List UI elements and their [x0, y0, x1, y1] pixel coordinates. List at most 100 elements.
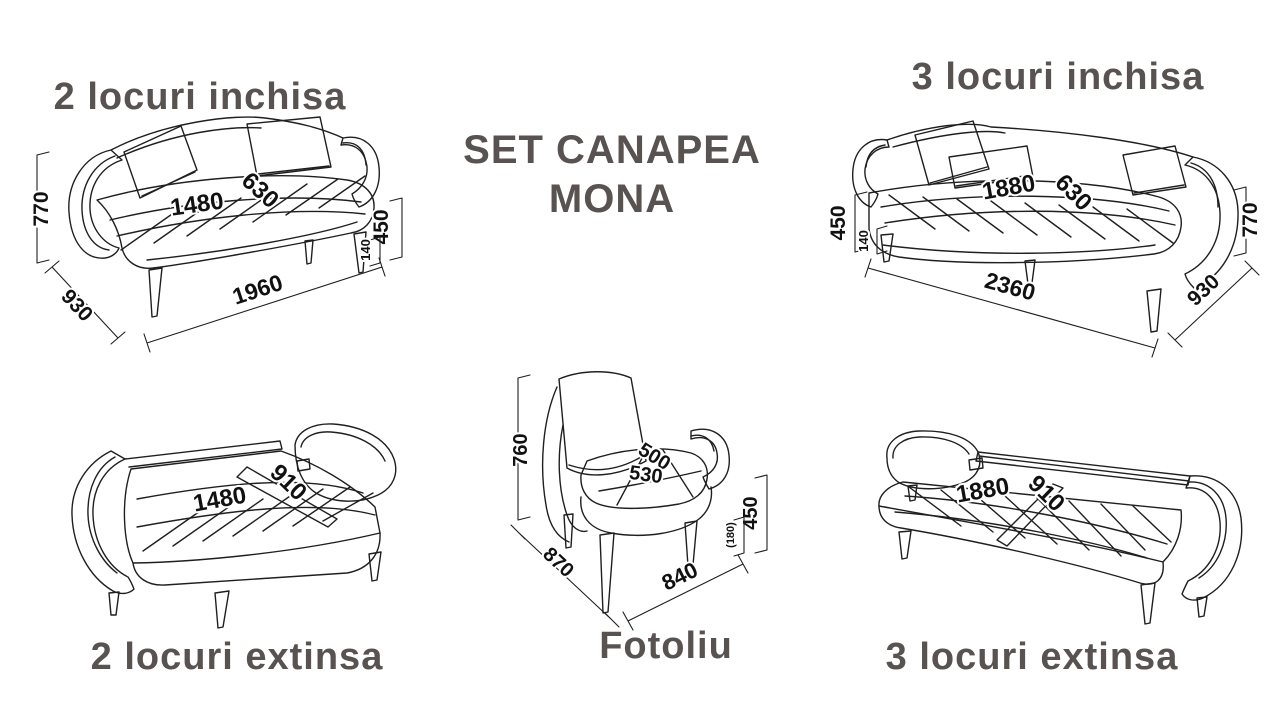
back-rail-stripe [978, 455, 1190, 482]
front-left-leg [599, 532, 615, 614]
left-frame-edge [541, 386, 570, 543]
width-dim-line [864, 258, 1159, 358]
seat-seam-line [662, 449, 694, 498]
left-arm [852, 138, 890, 208]
height-dim: 760 [510, 433, 532, 466]
bed-seam-arc [136, 506, 376, 528]
seat-width-dim: 1880 [980, 170, 1037, 206]
armchair-line-art [541, 371, 730, 614]
pillow-right-fold [1133, 184, 1185, 194]
width-dim: 2360 [982, 267, 1038, 306]
pillow-left [123, 125, 198, 199]
front-base [580, 486, 713, 536]
pillow-left [914, 120, 990, 186]
bed-hatch-line [142, 508, 204, 552]
seat-hatch-line [120, 211, 176, 251]
depth-dim: 930 [56, 285, 97, 326]
three-seat-extended-drawing: 1880 910 [878, 430, 1243, 625]
left-arm-inner-line [87, 456, 118, 574]
backrest-outline [110, 116, 344, 151]
back-left-leg [563, 513, 574, 549]
seat-seam-arc [884, 210, 1176, 226]
label-two-extended: 2 locuri extinsa [90, 636, 384, 678]
three-closed-line-art [852, 120, 1239, 333]
width-dim-line [143, 257, 386, 353]
depth-dim: 930 [1183, 270, 1224, 311]
backrest-inner-line [116, 126, 262, 159]
mattress-fold-crease [996, 483, 1064, 547]
label-armchair: Fotoliu [599, 625, 733, 667]
leg-height-dim: 140 [358, 239, 373, 261]
seat-width-dim: 1480 [169, 187, 226, 221]
bed-seam-arc [136, 481, 364, 500]
bed-hatch-line [202, 498, 264, 542]
depth-dim-line [44, 260, 126, 345]
label-two-closed: 2 locuri inchisa [53, 76, 347, 118]
bed-front-band [878, 505, 1164, 585]
height-dim: 770 [1239, 202, 1262, 237]
seat-seam-line [598, 470, 702, 492]
seat-hatch-line [1058, 204, 1106, 240]
back-leg [304, 239, 314, 265]
height-dim: 770 [30, 191, 53, 226]
right-arm [1184, 156, 1239, 289]
leg-height-dim-line [369, 236, 381, 267]
bed-hatch-line [292, 486, 351, 527]
front-right-leg [353, 231, 367, 274]
three-extended-line-art [878, 430, 1243, 625]
width-dim: 1960 [229, 269, 286, 310]
label-three-extended: 3 locuri extinsa [885, 636, 1179, 678]
seat-hatch-line [956, 198, 1004, 234]
seat-depth-dim: 530 [628, 462, 664, 488]
label-three-closed: 3 locuri inchisa [911, 56, 1205, 98]
right-arm [294, 423, 397, 502]
leg-height-dim: (180) [725, 522, 737, 548]
seat-hatch-line [1092, 206, 1140, 242]
backrest-inner-line [892, 130, 1006, 148]
set-title-line1: SET CANAPEA [463, 128, 761, 172]
seat-seam-line [616, 448, 648, 506]
seat-height-dim: 450 [370, 209, 393, 244]
right-arm-inner-line [690, 434, 715, 452]
left-arm-inner-line [865, 144, 886, 168]
bed-width-dim: 910 [264, 459, 312, 506]
pillow-right [246, 116, 332, 177]
pillow-left-fold [929, 166, 988, 184]
bed-front-band [132, 532, 381, 586]
depth-dim-line [510, 524, 620, 628]
seat-hatch-line [186, 197, 242, 237]
two-seat-closed-drawing: 770 930 1960 450 140 1480 630 [28, 116, 403, 353]
set-title: SET CANAPEA MONA [437, 126, 787, 224]
bed-hatch-line [940, 489, 994, 533]
seat-height-dim: 450 [740, 496, 762, 529]
seat-hatch-line [252, 183, 308, 223]
right-arm [690, 428, 730, 490]
seat-hatch-line [990, 200, 1038, 236]
left-arm-inner-line [892, 436, 970, 459]
bed-hatch-line [1004, 495, 1058, 545]
bed-hatch-line [172, 503, 234, 547]
front-left-leg [148, 267, 163, 318]
bed-hatch-line [972, 492, 1026, 539]
right-leg [368, 551, 382, 582]
front-left-leg [880, 233, 894, 263]
bed-hatch-line [1100, 503, 1146, 551]
leg-height-dim: 140 [856, 230, 871, 252]
back-cushion [558, 371, 647, 476]
bed-hatch-line [322, 492, 374, 522]
pillow-lumbar [948, 145, 1034, 189]
leg-height-dim-line [733, 516, 745, 557]
seat-hatch-line [318, 175, 366, 209]
seat-hatch-line [888, 194, 936, 230]
height-dim-line [1233, 186, 1247, 257]
three-seat-closed-drawing: 450 140 1880 630 770 2360 930 [825, 120, 1264, 358]
bed-seam-arc [904, 495, 1168, 545]
depth-dim: 870 [538, 543, 577, 582]
bed-hatch-line [1068, 500, 1122, 557]
seat-height-dim-line [854, 191, 868, 253]
seat-height-dim-line [389, 197, 403, 261]
right-arm-inner-line [300, 431, 386, 462]
front-left-leg [898, 530, 912, 560]
left-arm [68, 149, 123, 259]
